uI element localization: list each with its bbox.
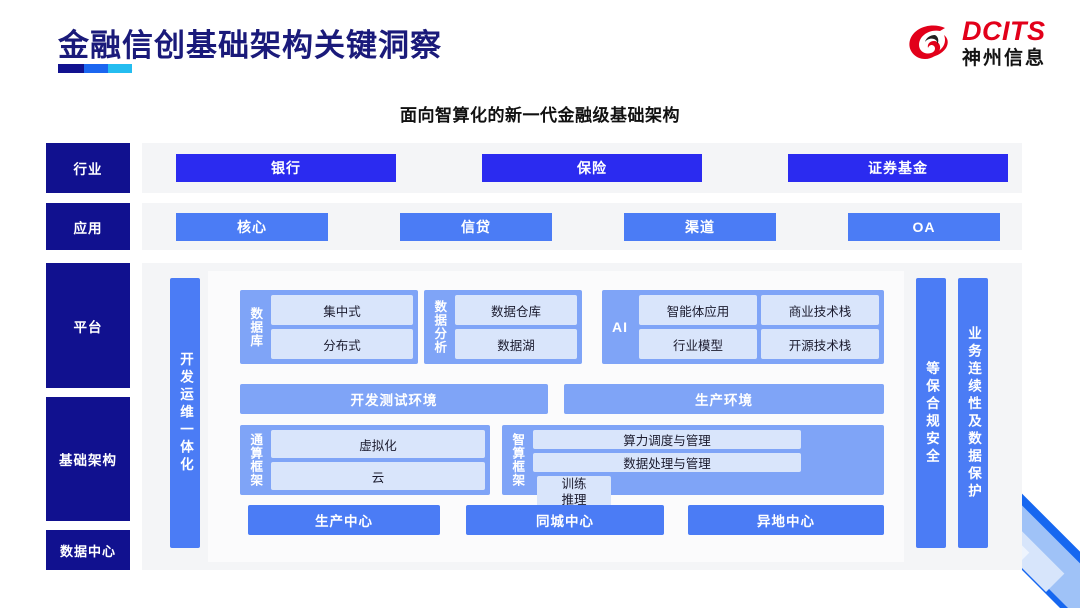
page-subtitle: 面向智算化的新一代金融级基础架构	[400, 106, 680, 125]
training-label: 训练	[561, 477, 587, 491]
dcits-swirl-icon	[909, 25, 948, 59]
item-data-processing[interactable]: 数据处理与管理	[533, 453, 801, 472]
env-bar-production[interactable]: 生产环境	[564, 384, 884, 414]
group-intelligent-compute-framework: 智算框架 算力调度与管理 数据处理与管理 训练 推理	[502, 425, 884, 509]
item-cloud[interactable]: 云	[271, 462, 485, 490]
vertical-bar-security-compliance[interactable]: 等保合规安全	[916, 278, 946, 548]
item-data-warehouse[interactable]: 数据仓库	[455, 295, 577, 325]
underline-segment-1	[58, 64, 84, 73]
application-row: 核心 信贷 渠道 OA	[142, 203, 1022, 250]
application-chip-credit[interactable]: 信贷	[400, 212, 552, 241]
group-data-analysis: 数据分析 数据仓库 数据湖	[424, 290, 582, 364]
application-chip-oa[interactable]: OA	[848, 212, 1000, 241]
industry-row: 银行 保险 证券基金	[142, 143, 1022, 193]
logo-cn-text: 神州信息	[961, 48, 1046, 69]
group-label-data-analysis: 数据分析	[432, 300, 447, 354]
logo-en-text: DCITS	[961, 16, 1046, 46]
layer-label-platform: 平台	[46, 263, 130, 388]
underline-segment-3	[108, 64, 132, 73]
item-open-source-tech-stack[interactable]: 开源技术栈	[761, 329, 879, 359]
item-commercial-tech-stack[interactable]: 商业技术栈	[761, 295, 879, 325]
item-industry-model[interactable]: 行业模型	[639, 329, 757, 359]
item-distributed-db[interactable]: 分布式	[271, 329, 413, 359]
title-underline	[58, 64, 132, 73]
group-label-database: 数据库	[248, 306, 263, 348]
item-virtualization[interactable]: 虚拟化	[271, 430, 485, 458]
industry-chip-securities[interactable]: 证券基金	[788, 154, 1008, 182]
application-chip-core[interactable]: 核心	[176, 212, 328, 241]
datacenter-chip-same-city[interactable]: 同城中心	[466, 505, 664, 535]
industry-chip-bank[interactable]: 银行	[176, 154, 396, 182]
group-label-ai: AI	[612, 319, 628, 335]
item-centralized-db[interactable]: 集中式	[271, 295, 413, 325]
group-general-compute-framework: 通算框架 虚拟化 云	[240, 425, 490, 495]
group-label-intelligent-compute: 智算框架	[510, 433, 525, 487]
layer-label-datacenter: 数据中心	[46, 530, 130, 570]
item-compute-scheduling[interactable]: 算力调度与管理	[533, 430, 801, 449]
env-bar-dev-test[interactable]: 开发测试环境	[240, 384, 548, 414]
item-training-inference[interactable]: 训练 推理	[537, 476, 611, 509]
group-ai: AI 智能体应用 商业技术栈 行业模型 开源技术栈	[602, 290, 884, 364]
group-database: 数据库 集中式 分布式	[240, 290, 418, 364]
item-data-lake[interactable]: 数据湖	[455, 329, 577, 359]
industry-chip-insurance[interactable]: 保险	[482, 154, 702, 182]
vertical-bar-devops[interactable]: 开发运维一体化	[170, 278, 200, 548]
datacenter-chip-remote[interactable]: 异地中心	[688, 505, 884, 535]
item-agent-application[interactable]: 智能体应用	[639, 295, 757, 325]
brand-logo: DCITS 神州信息	[905, 18, 1046, 68]
layer-label-infrastructure: 基础架构	[46, 397, 130, 521]
layer-label-application: 应用	[46, 203, 130, 250]
layer-label-industry: 行业	[46, 143, 130, 193]
application-chip-channel[interactable]: 渠道	[624, 212, 776, 241]
vertical-bar-business-continuity[interactable]: 业务连续性及数据保护	[958, 278, 988, 548]
page-title: 金融信创基础架构关键洞察	[58, 28, 442, 63]
datacenter-chip-production[interactable]: 生产中心	[248, 505, 440, 535]
inference-label: 推理	[561, 493, 587, 508]
group-label-general-compute: 通算框架	[248, 433, 263, 487]
logo-wordmark: DCITS 神州信息	[961, 16, 1046, 69]
underline-segment-2	[84, 64, 108, 73]
